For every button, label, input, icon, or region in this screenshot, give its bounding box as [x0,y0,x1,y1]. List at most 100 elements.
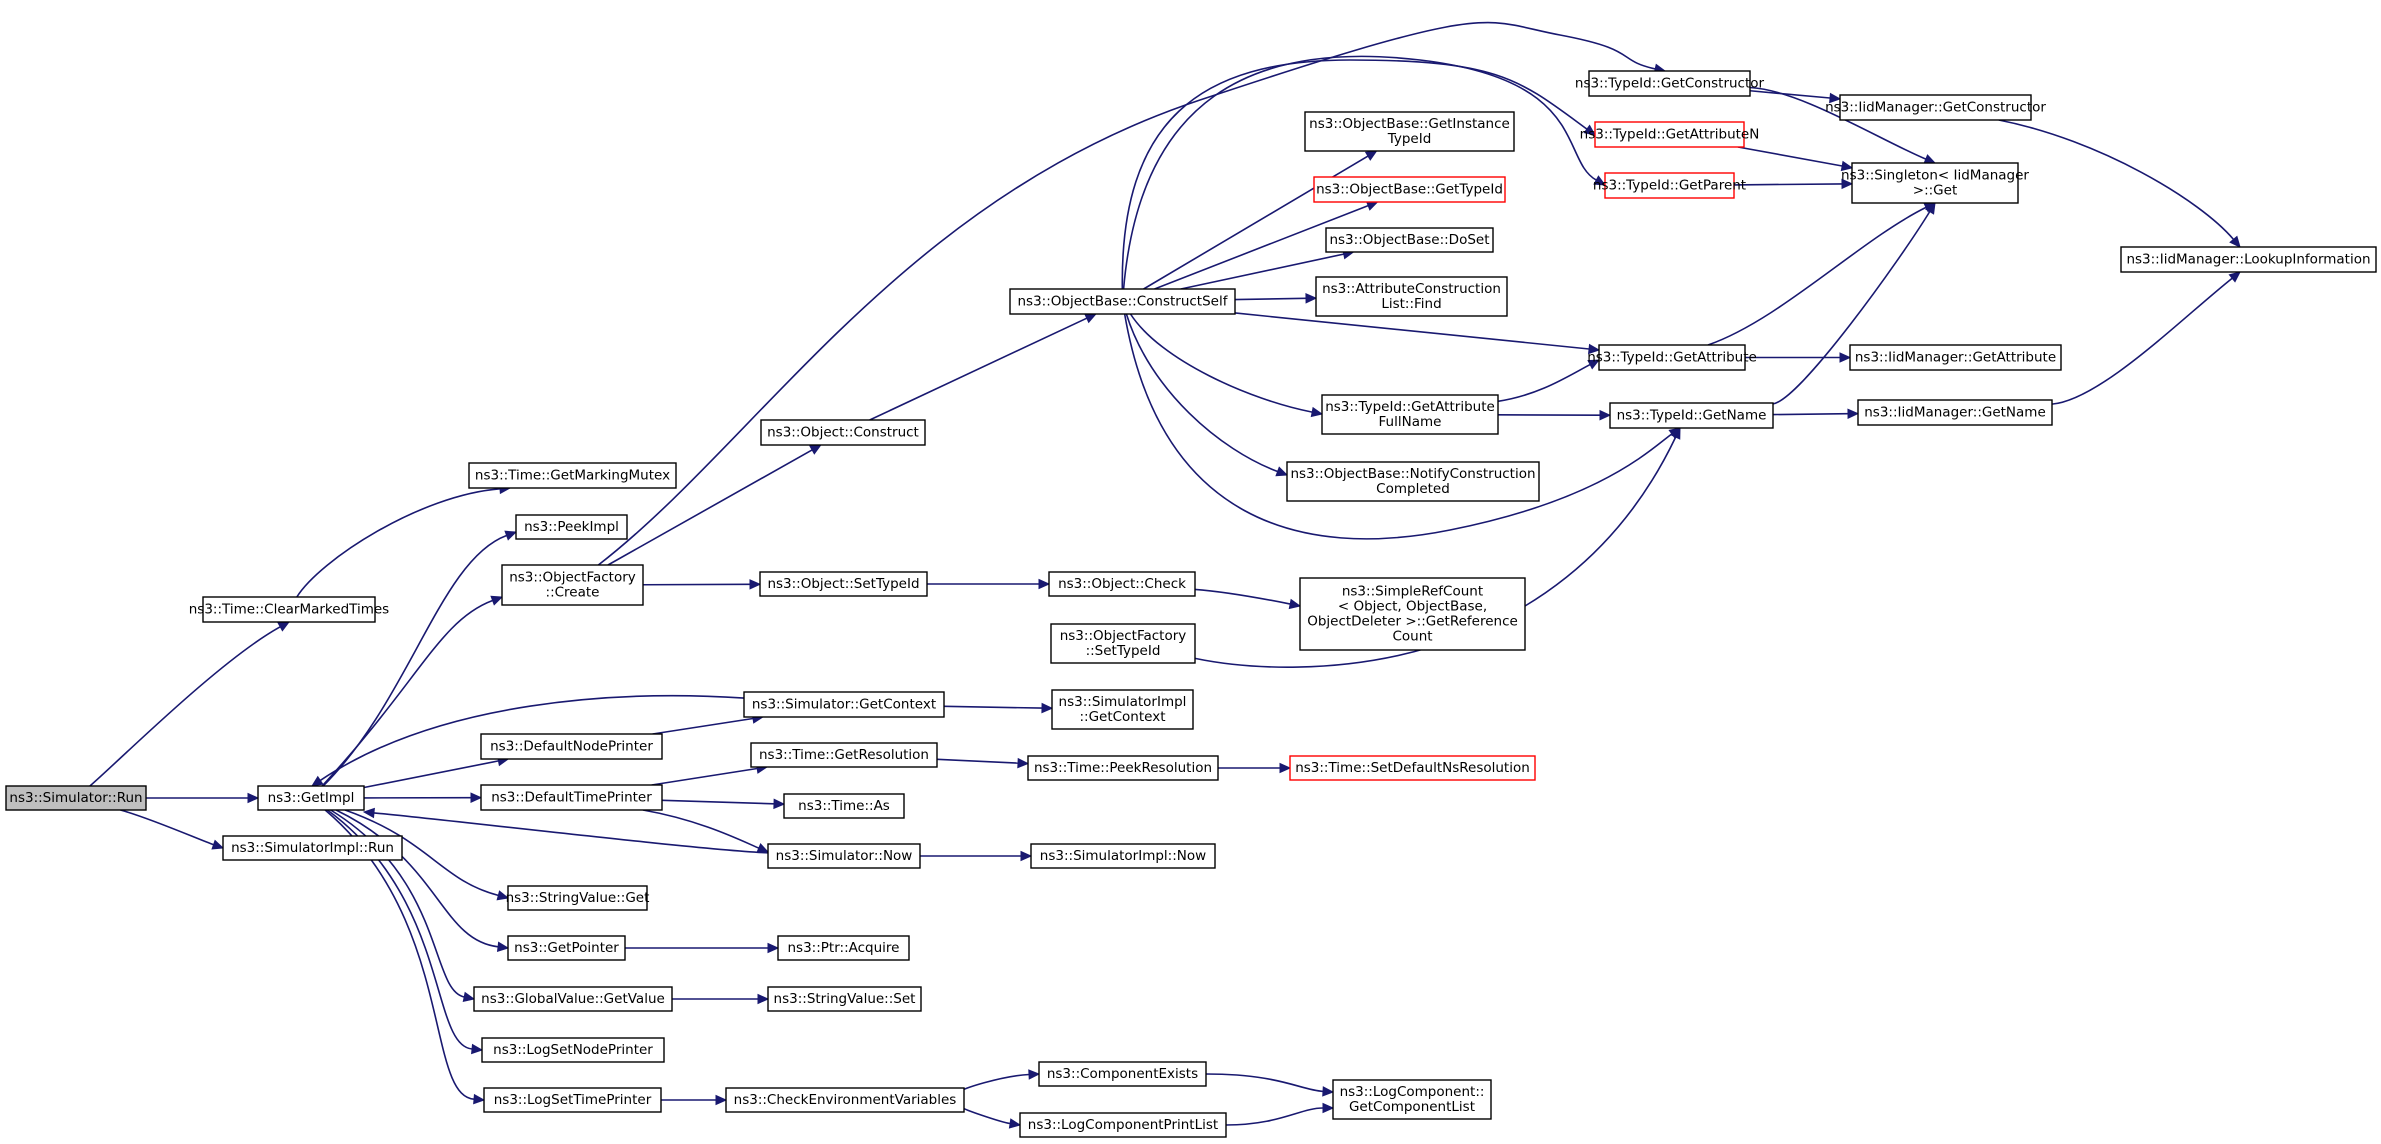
node-doset[interactable]: ns3::ObjectBase::DoSet [1325,227,1494,253]
node-label: ns3::LogSetTimePrinter [494,1092,652,1108]
node-label: ns3::ObjectBase::DoSet [1329,232,1489,248]
node-setdefaultns[interactable]: ns3::Time::SetDefaultNsResolution [1289,755,1536,781]
node-simimplnow[interactable]: ns3::SimulatorImpl::Now [1030,843,1216,869]
node-peekres[interactable]: ns3::Time::PeekResolution [1027,755,1219,781]
edge-checkenv-to-compexists [963,1069,1041,1091]
node-tidgetattrn[interactable]: ns3::TypeId::GetAttributeN [1580,121,1760,148]
node-defnodeprinter[interactable]: ns3::DefaultNodePrinter [480,733,663,760]
edge-arrowhead [1310,406,1324,418]
edge-line [651,767,758,786]
node-strvalget[interactable]: ns3::StringValue::Get [506,885,650,911]
edge-line [607,449,813,566]
edge-arrowhead [490,595,504,606]
node-box [501,564,644,606]
node-ptracquire[interactable]: ns3::Ptr::Acquire [777,935,910,961]
node-label: ns3::Ptr::Acquire [788,940,900,956]
edge-constructself-to-tidgetattrn [1121,59,1596,290]
node-tidgetname[interactable]: ns3::TypeId::GetName [1609,402,1774,429]
node-box [1286,461,1540,502]
node-objbasegettypeid[interactable]: ns3::ObjectBase::GetTypeId [1313,176,1506,203]
edge-deftimeprinter-to-timeas [661,798,786,810]
edge-getimpl-to-factcreate [321,595,504,787]
node-factsettypeid[interactable]: ns3::ObjectFactory::SetTypeId [1050,623,1196,664]
node-label: ns3::ObjectFactory [1060,628,1187,644]
node-box [483,1087,662,1113]
edge-checkenv-to-logcompprint [963,1107,1022,1129]
edge-arrowhead [1305,293,1318,304]
edge-line [1225,1107,1324,1126]
node-iidgetattr[interactable]: ns3::IidManager::GetAttribute [1849,344,2062,371]
node-iidgetname[interactable]: ns3::IidManager::GetName [1857,399,2053,426]
node-tidgetconstructor[interactable]: ns3::TypeId::GetConstructor [1575,70,1765,97]
edge-arrowhead [767,942,780,954]
node-getcomplist[interactable]: ns3::LogComponent::GetComponentList [1332,1079,1492,1120]
node-box [1289,755,1536,781]
node-timegetres[interactable]: ns3::Time::GetResolution [750,742,938,768]
node-globalgetvalue[interactable]: ns3::GlobalValue::GetValue [473,986,673,1012]
node-label: ns3::LogComponentPrintList [1028,1117,1218,1133]
node-label: ns3::TypeId::GetAttribute [1325,399,1495,415]
node-iidgetconstructor[interactable]: ns3::IidManager::GetConstructor [1825,94,2046,121]
node-markingmutex[interactable]: ns3::Time::GetMarkingMutex [468,462,677,489]
edge-deftimeprinter-to-timegetres [651,763,769,786]
node-box [1321,394,1499,435]
node-iidlookup[interactable]: ns3::IidManager::LookupInformation [2120,246,2377,273]
node-label: ns3::GetPointer [514,940,619,956]
node-label: TypeId [1387,131,1432,147]
edge-tidgetattr-to-iidgetattr [1745,352,1852,363]
node-box [760,419,926,446]
node-simimplrun[interactable]: ns3::SimulatorImpl::Run [222,835,403,861]
node-logcompprint[interactable]: ns3::LogComponentPrintList [1019,1112,1227,1138]
node-box [480,784,663,811]
node-label: ns3::TypeId::GetAttribute [1587,350,1757,366]
edge-line [963,1073,1030,1091]
edge-getimpl-to-deftimeprinter [363,792,483,803]
node-objsettypeid[interactable]: ns3::Object::SetTypeId [759,571,928,597]
node-label: ns3::Object::Construct [767,425,919,441]
node-simgetcontext[interactable]: ns3::Simulator::GetContext [743,691,945,718]
edges-layer [89,21,2241,1129]
node-simplerefcount[interactable]: ns3::SimpleRefCount< Object, ObjectBase,… [1299,577,1526,651]
edge-constructself-to-tidgetparent [1122,55,1607,290]
node-constructself[interactable]: ns3::ObjectBase::ConstructSelf [1009,288,1236,315]
node-deftimeprinter[interactable]: ns3::DefaultTimePrinter [480,784,663,811]
edge-arrowhead [809,444,822,455]
node-peekimpl[interactable]: ns3::PeekImpl [515,514,628,540]
node-singletonget[interactable]: ns3::Singleton< IidManager>::Get [1841,162,2029,204]
node-box [1048,571,1196,597]
edge-arrowhead [2229,235,2241,248]
node-label: ns3::Simulator::Now [776,848,913,864]
node-compexists[interactable]: ns3::ComponentExists [1038,1061,1207,1087]
node-checkenv[interactable]: ns3::CheckEnvironmentVariables [725,1087,965,1113]
node-box [1849,344,2062,371]
node-timeas[interactable]: ns3::Time::As [783,793,905,819]
node-getimpl[interactable]: ns3::GetImpl [257,785,365,811]
node-simimplgetctx[interactable]: ns3::SimulatorImpl::GetContext [1051,689,1194,730]
edge-arrowhead [1038,578,1051,590]
edge-logcompprint-to-getcomplist [1225,1102,1335,1126]
node-box [507,885,648,911]
node-label: ns3::AttributeConstruction [1322,281,1501,297]
node-run[interactable]: ns3::Simulator::Run [5,785,147,811]
node-tidgetattr[interactable]: ns3::TypeId::GetAttribute [1587,344,1757,371]
edge-arrowhead [496,890,510,901]
node-strvalset[interactable]: ns3::StringValue::Set [767,986,922,1012]
edge-arrowhead [247,792,260,804]
node-label: ObjectDeleter >::GetReference [1307,614,1518,630]
node-objconstruct[interactable]: ns3::Object::Construct [760,419,926,446]
node-getpointer[interactable]: ns3::GetPointer [507,935,626,961]
node-clearmarked[interactable]: ns3::Time::ClearMarkedTimes [189,596,389,623]
node-simnow[interactable]: ns3::Simulator::Now [767,843,921,869]
node-tidgetparent[interactable]: ns3::TypeId::GetParent [1593,172,1746,199]
node-logsettime[interactable]: ns3::LogSetTimePrinter [483,1087,662,1113]
node-logsetnode[interactable]: ns3::LogSetNodePrinter [481,1037,665,1063]
node-label: ns3::SimpleRefCount [1342,584,1483,600]
node-factcreate[interactable]: ns3::ObjectFactory::Create [501,564,644,606]
node-notifyconst[interactable]: ns3::ObjectBase::NotifyConstructionCompl… [1286,461,1540,502]
edge-getimpl-to-defnodeprinter [363,755,510,789]
node-objcheck[interactable]: ns3::Object::Check [1048,571,1196,597]
edge-line [1154,204,1369,290]
